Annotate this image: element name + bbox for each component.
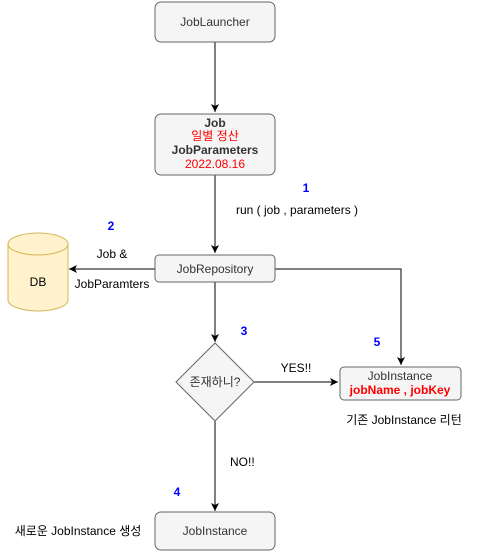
edge-yes-label: YES!!	[281, 361, 312, 375]
edge-to-db-label-line1: Job &	[97, 247, 128, 261]
job-instance-new-label: JobInstance	[183, 524, 248, 538]
job-parameters-label: JobParameters	[172, 143, 259, 157]
step-number-5: 5	[374, 335, 381, 349]
edge-to-db-label-line2: JobParamters	[75, 277, 150, 291]
step-number-2: 2	[108, 219, 115, 233]
node-job-repository: JobRepository	[154, 254, 276, 283]
decision-label: 존재하니?	[190, 375, 241, 389]
step-number-3: 3	[241, 324, 248, 338]
step-number-4: 4	[174, 485, 181, 499]
job-launcher-label: JobLauncher	[180, 15, 249, 29]
node-job: Job 일별 정산 JobParameters 2022.08.16	[154, 113, 276, 176]
edge-repository-to-existing-instance	[275, 268, 405, 365]
node-db: DB	[7, 232, 69, 312]
note-create-new: 새로운 JobInstance 생성	[15, 524, 142, 538]
job-label: Job	[204, 116, 225, 130]
job-instance-existing-label: JobInstance	[368, 369, 433, 383]
edge-run-label: run ( job , parameters )	[236, 203, 358, 217]
job-parameters-value: 2022.08.16	[185, 157, 245, 171]
node-job-launcher: JobLauncher	[154, 1, 276, 43]
job-instance-existing-key: jobName , jobKey	[349, 383, 451, 397]
edge-no-label: NO!!	[230, 455, 255, 469]
edges	[69, 42, 405, 511]
node-decision: 존재하니?	[175, 342, 255, 422]
note-return-existing: 기존 JobInstance 리턴	[346, 413, 462, 427]
node-job-instance-new: JobInstance	[154, 511, 276, 551]
node-job-instance-existing: JobInstance jobName , jobKey	[339, 366, 462, 401]
step-number-1: 1	[303, 181, 310, 195]
job-repository-label: JobRepository	[177, 262, 254, 276]
db-label: DB	[30, 275, 47, 289]
job-name-label: 일별 정산	[191, 129, 239, 143]
